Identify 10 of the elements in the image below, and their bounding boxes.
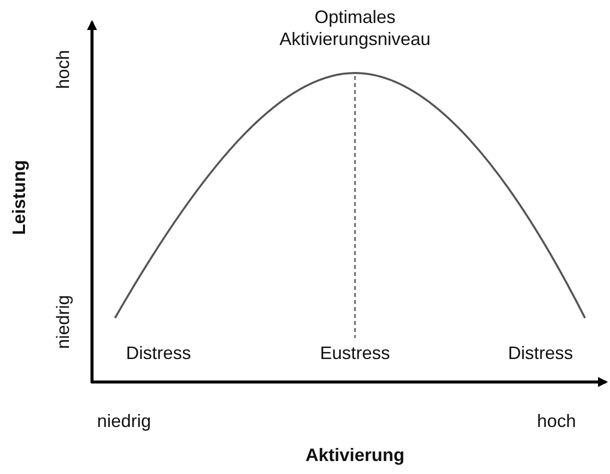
tick-label: hoch [52,50,74,90]
axis-title: Leistung [8,160,30,235]
axis-title: Aktivierung [306,444,405,466]
zone-label: Eustress [320,342,390,364]
zone-label: Distress [508,342,574,364]
tick-label: hoch [537,410,576,432]
tick-label: niedrig [97,410,152,432]
tick-label: niedrig [52,295,74,350]
peak-label: Optimales Aktivierungsniveau [278,6,432,50]
zone-label: Distress [126,342,192,364]
